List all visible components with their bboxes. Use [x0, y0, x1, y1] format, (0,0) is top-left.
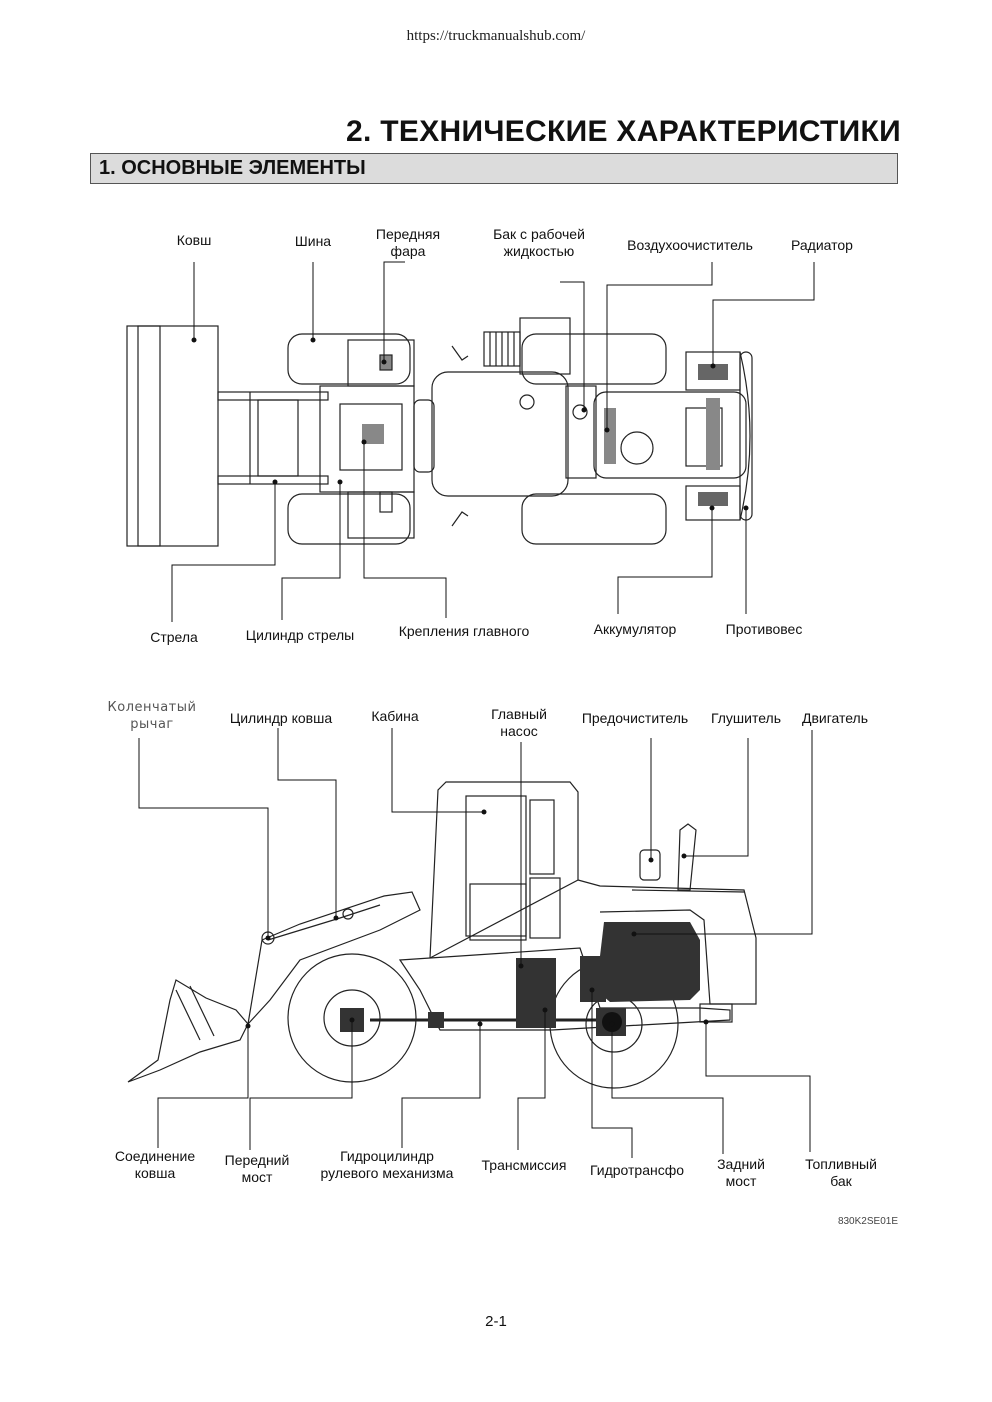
side-front-wheel — [287, 953, 417, 1083]
side-hood — [577, 879, 757, 1005]
label-boom: Стрела — [150, 629, 198, 645]
label-front-axle: Передний мост — [224, 1152, 290, 1185]
page-number: 2-1 — [485, 1313, 507, 1330]
side-bucket — [127, 979, 249, 1083]
label-fuel-tank: Топливный бак — [805, 1156, 877, 1189]
label-battery: Аккумулятор — [593, 621, 677, 637]
label-torque-converter: Гидротрансфо — [589, 1162, 685, 1178]
label-bucket: Ковш — [176, 232, 212, 248]
label-bell-crank: Коленчатый рычаг — [107, 700, 197, 732]
chapter-title: 2. ТЕХНИЧЕСКИЕ ХАРАКТЕРИСТИКИ — [346, 115, 901, 148]
top-front-tire-upper — [287, 333, 411, 385]
label-hydraulic-tank: Бак с рабочей жидкостью — [493, 226, 585, 259]
label-precleaner: Предочиститель — [581, 710, 689, 726]
label-boom-cylinder: Цилиндр стрелы — [245, 627, 355, 643]
top-hood — [593, 391, 747, 479]
label-tire: Шина — [294, 233, 332, 249]
label-bucket-link: Соединение ковша — [114, 1148, 196, 1181]
side-engine-block — [596, 922, 700, 1002]
label-air-cleaner: Воздухоочиститель — [627, 237, 753, 253]
top-front-tire-lower — [287, 493, 411, 545]
label-transmission: Трансмиссия — [481, 1157, 567, 1173]
label-muffler: Глушитель — [710, 710, 782, 726]
source-url: https://truckmanualshub.com/ — [406, 28, 586, 44]
label-radiator: Радиатор — [791, 237, 853, 253]
label-bucket-cylinder: Цилиндр ковша — [229, 710, 333, 726]
label-rear-axle: Задний мост — [717, 1156, 765, 1189]
top-counterweight — [739, 351, 751, 521]
side-precleaner — [639, 849, 661, 881]
section-header-bar: 1. ОСНОВНЫЕ ЭЛЕМЕНТЫ — [90, 153, 898, 184]
label-center-pin: Крепления главного — [398, 623, 530, 639]
label-headlight: Передняя фара — [375, 226, 441, 259]
section-title: 1. ОСНОВНЫЕ ЭЛЕМЕНТЫ — [99, 157, 366, 179]
top-cab — [431, 371, 569, 497]
side-cab — [429, 781, 579, 959]
label-engine: Двигатель — [801, 710, 869, 726]
label-cab: Кабина — [371, 708, 419, 724]
top-rear-tire-upper — [521, 333, 667, 385]
label-steering-cylinder: Гидроцилиндр рулевого механизма — [320, 1148, 454, 1181]
figure-code: 830K2SE01E — [837, 1216, 898, 1227]
side-fuel-tank — [699, 1003, 733, 1023]
side-rear-wheel — [549, 959, 679, 1089]
side-muffler — [677, 823, 697, 891]
side-boom — [247, 891, 421, 1026]
label-main-pump: Главный насос — [491, 706, 547, 739]
top-view-drawing — [126, 261, 815, 622]
top-bucket — [126, 325, 219, 547]
top-rear-tire-lower — [521, 493, 667, 545]
label-counterweight: Противовес — [725, 621, 803, 637]
